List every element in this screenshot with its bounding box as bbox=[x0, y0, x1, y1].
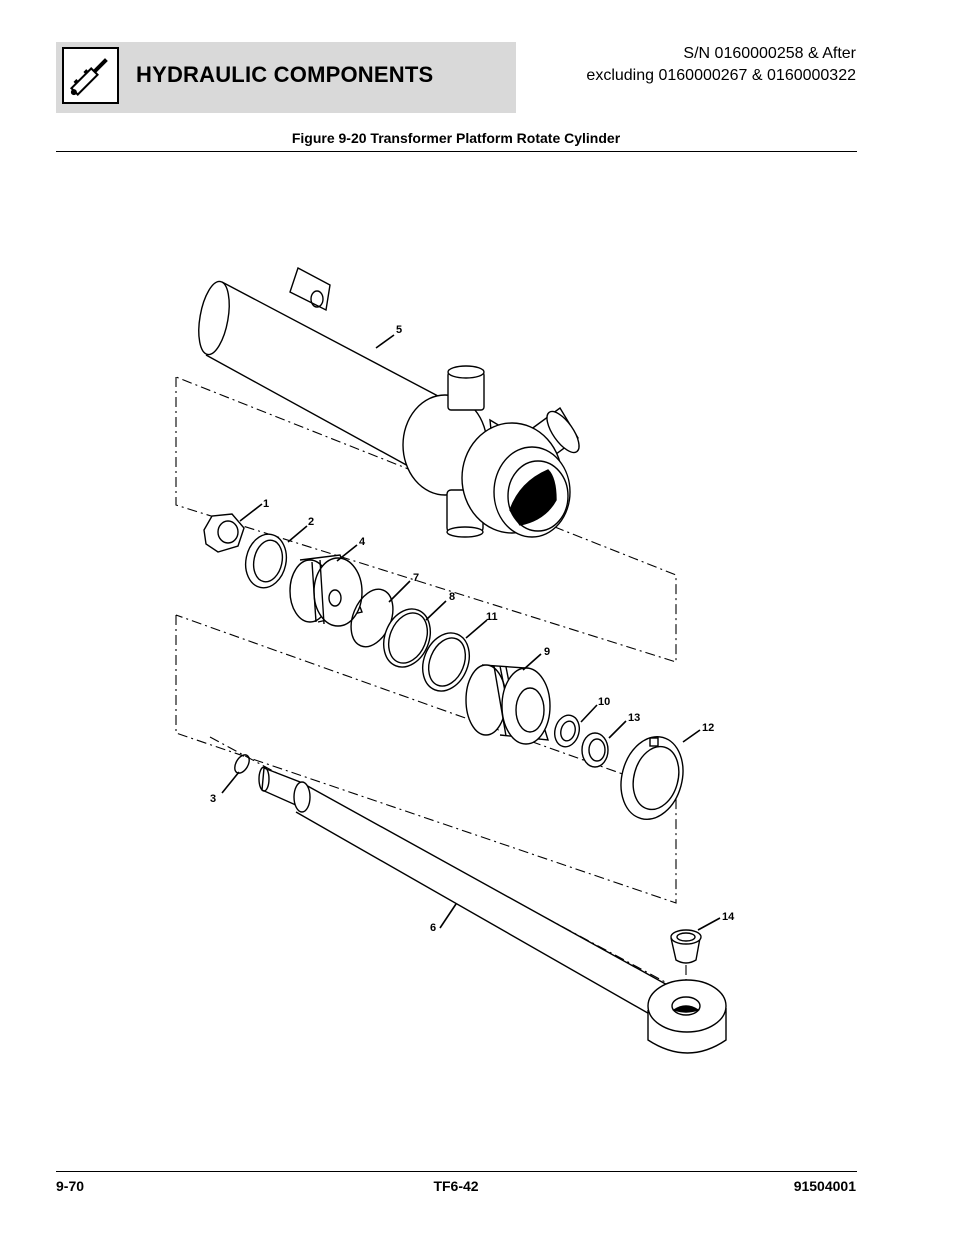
header-rule bbox=[56, 151, 857, 152]
callout-11: 11 bbox=[486, 611, 498, 623]
bushing bbox=[670, 929, 702, 964]
footer-section: TF6-42 bbox=[433, 1178, 479, 1194]
callout-7: 7 bbox=[413, 572, 419, 584]
cylinder-head bbox=[289, 554, 363, 627]
wear-ring bbox=[244, 533, 288, 589]
rod-eye bbox=[647, 979, 727, 1054]
serial-number-range: S/N 0160000258 & After excluding 0160000… bbox=[586, 43, 856, 87]
figure-title: Figure 9-20 Transformer Platform Rotate … bbox=[291, 130, 621, 146]
footer-rule bbox=[56, 1171, 857, 1172]
spacer-washer bbox=[553, 714, 581, 748]
callout-2: 2 bbox=[308, 516, 314, 528]
callout-3: 3 bbox=[210, 793, 216, 805]
locknut bbox=[203, 513, 245, 553]
backup-ring bbox=[383, 608, 431, 668]
piston-rod bbox=[258, 766, 682, 1021]
callout-9: 9 bbox=[544, 646, 550, 658]
callout-6: 6 bbox=[430, 922, 436, 934]
callout-10: 10 bbox=[598, 696, 610, 708]
callout-1: 1 bbox=[263, 498, 269, 510]
callout-4: 4 bbox=[359, 536, 366, 548]
callout-5: 5 bbox=[396, 324, 402, 336]
document-number: 91504001 bbox=[793, 1178, 856, 1194]
callout-8: 8 bbox=[449, 591, 455, 603]
gland-nut bbox=[620, 735, 684, 821]
section-icon-box bbox=[62, 47, 119, 104]
sn-line-1: S/N 0160000258 & After bbox=[683, 45, 856, 62]
cylinder-barrel bbox=[198, 266, 580, 538]
callout-12: 12 bbox=[702, 722, 714, 734]
callout-14: 14 bbox=[722, 911, 735, 923]
page-number: 9-70 bbox=[56, 1178, 85, 1194]
section-title: HYDRAULIC COMPONENTS bbox=[136, 62, 434, 87]
piston bbox=[465, 664, 551, 745]
leader-lines bbox=[221, 334, 721, 931]
snap-ring bbox=[422, 632, 470, 692]
rod-seal bbox=[581, 732, 609, 768]
hydraulic-cylinder-icon bbox=[69, 58, 108, 97]
o-ring-3 bbox=[234, 754, 250, 774]
sn-line-2: excluding 0160000267 & 0160000322 bbox=[586, 67, 856, 84]
header-banner bbox=[56, 42, 516, 113]
callout-13: 13 bbox=[628, 712, 640, 724]
